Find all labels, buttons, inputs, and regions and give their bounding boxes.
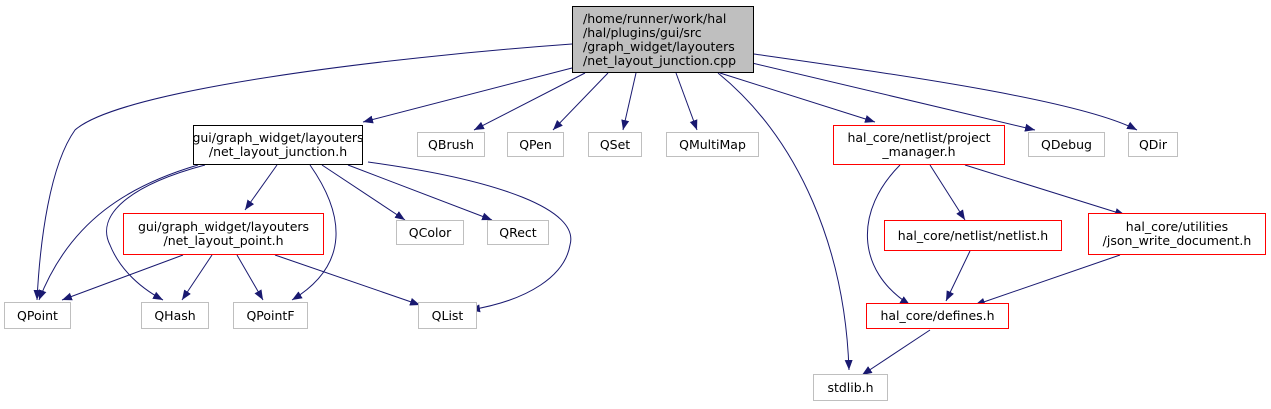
- node-project-manager-h[interactable]: hal_core/netlist/project _manager.h: [833, 125, 1005, 165]
- edge-point-h-to-qpointf: [236, 254, 264, 301]
- node-qmultimap[interactable]: QMultiMap: [666, 132, 759, 157]
- node-json-write-document-h[interactable]: hal_core/utilities /json_write_document.…: [1088, 213, 1266, 255]
- node-label: hal_core/netlist/netlist.h: [897, 227, 1049, 243]
- edge-junction-to-qcolor: [321, 164, 406, 221]
- node-qset[interactable]: QSet: [588, 132, 642, 157]
- node-net-layout-junction-h[interactable]: gui/graph_widget/layouters /net_layout_j…: [192, 125, 364, 165]
- node-qpointf[interactable]: QPointF: [233, 302, 308, 329]
- node-qdebug[interactable]: QDebug: [1028, 132, 1105, 157]
- edge-root-to-project-manager-h: [719, 72, 876, 123]
- node-label: QColor: [408, 224, 452, 240]
- node-qpen[interactable]: QPen: [507, 132, 564, 157]
- node-label-line: /net_layout_point.h: [163, 233, 284, 248]
- node-label: QPointF: [246, 307, 295, 323]
- node-label: QMultiMap: [679, 136, 746, 152]
- edge-root-to-qmultimap: [675, 72, 698, 131]
- node-label-line: gui/graph_widget/layouters: [137, 219, 310, 234]
- node-net-layout-junction-cpp[interactable]: /home/runner/work/hal /hal/plugins/gui/s…: [572, 6, 754, 73]
- edge-junction-to-qrect: [347, 164, 493, 221]
- edge-junction-to-qpoint: [38, 164, 199, 301]
- node-label: QRect: [499, 224, 537, 240]
- node-label: QHash: [154, 307, 196, 323]
- node-qhash[interactable]: QHash: [141, 302, 209, 329]
- edge-root-to-qdebug: [751, 62, 1036, 132]
- edge-root-to-qbrush: [473, 72, 586, 131]
- node-defines-h[interactable]: hal_core/defines.h: [866, 303, 1009, 329]
- edge-project-manager-to-json-write-document-h: [964, 164, 1126, 216]
- node-label-line: hal_core/utilities: [1125, 219, 1229, 234]
- node-qlist[interactable]: QList: [418, 302, 477, 329]
- node-label-line: gui/graph_widget/layouters: [192, 130, 364, 145]
- edge-defines-h-to-stdlib-h: [861, 329, 931, 376]
- edge-junction-to-point-h: [244, 164, 278, 211]
- edge-project-manager-to-defines-h: [867, 164, 911, 306]
- node-label: QList: [431, 307, 464, 323]
- edge-root-to-qdir: [753, 53, 1138, 131]
- node-label: QDebug: [1041, 136, 1092, 152]
- edge-netlist-h-to-defines-h: [945, 250, 971, 302]
- node-qbrush[interactable]: QBrush: [417, 132, 485, 157]
- node-label-line: hal_core/netlist/project: [847, 130, 991, 145]
- node-qrect[interactable]: QRect: [487, 220, 549, 245]
- edge-point-h-to-qpoint: [61, 254, 184, 301]
- edge-root-to-qset: [621, 72, 637, 131]
- node-netlist-h[interactable]: hal_core/netlist/netlist.h: [884, 220, 1062, 251]
- edge-junction-to-qpointf: [291, 164, 337, 301]
- node-stdlib-h[interactable]: stdlib.h: [813, 374, 888, 401]
- node-label: stdlib.h: [827, 379, 874, 395]
- edge-json-write-document-to-defines-h: [974, 254, 1121, 306]
- node-qpoint[interactable]: QPoint: [4, 302, 71, 329]
- edge-point-h-to-qlist: [274, 254, 421, 306]
- edge-root-to-qpoint: [33, 43, 573, 301]
- node-label-line: /home/runner/work/hal: [583, 10, 727, 26]
- edge-root-to-junction-h: [362, 67, 573, 124]
- node-label: QSet: [599, 136, 631, 152]
- node-label-line: /json_write_document.h: [1102, 233, 1252, 248]
- edge-root-to-stdlib-h: [717, 72, 853, 371]
- node-label: QPoint: [17, 307, 58, 323]
- node-label: QPen: [519, 136, 552, 152]
- node-label: hal_core/defines.h: [880, 308, 995, 323]
- node-label: QBrush: [428, 136, 474, 152]
- node-label-line: _manager.h: [882, 144, 956, 159]
- edge-junction-to-qhash: [106, 164, 206, 301]
- edge-junction-to-qlist: [367, 161, 572, 313]
- node-label: QDir: [1138, 136, 1168, 152]
- node-label-line: /net_layout_junction.h: [208, 144, 348, 159]
- edge-point-h-to-qhash: [181, 254, 213, 301]
- edge-project-manager-to-netlist-h: [929, 164, 966, 221]
- node-label-line: /graph_widget/layouters: [583, 38, 735, 54]
- node-label-line: /net_layout_junction.cpp: [583, 52, 737, 68]
- node-qdir[interactable]: QDir: [1128, 132, 1178, 157]
- node-label-line: /hal/plugins/gui/src: [583, 24, 702, 40]
- node-net-layout-point-h[interactable]: gui/graph_widget/layouters /net_layout_p…: [123, 213, 324, 255]
- edge-root-to-qpen: [552, 72, 609, 131]
- node-qcolor[interactable]: QColor: [396, 220, 464, 245]
